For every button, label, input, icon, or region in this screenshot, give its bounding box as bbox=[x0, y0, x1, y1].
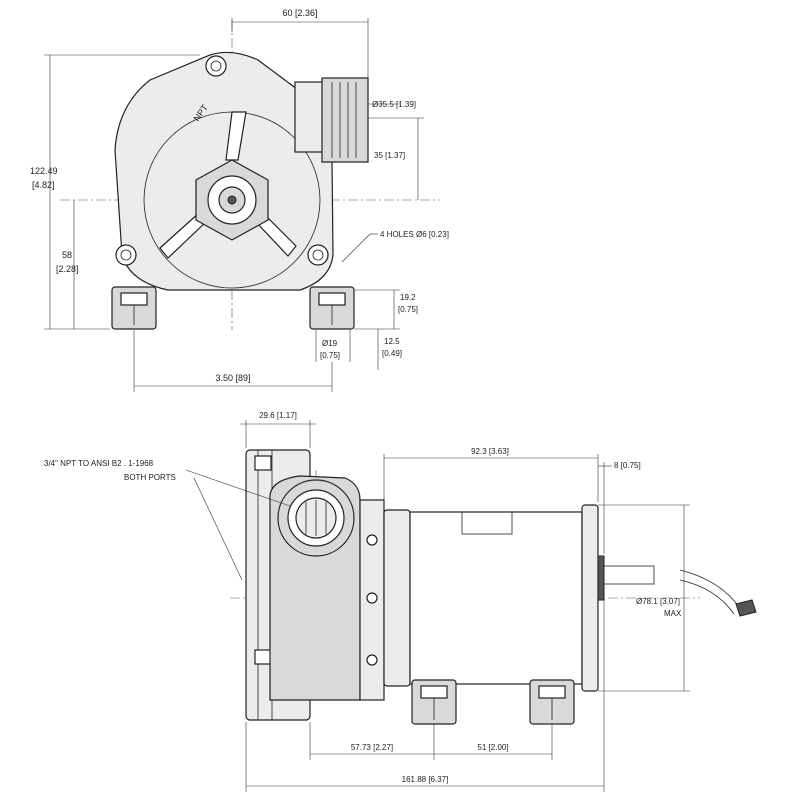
mount-ear-top bbox=[205, 55, 227, 77]
dim-foot-height-mm: 19.2 bbox=[400, 293, 416, 302]
dim-center-height-in: [2.28] bbox=[56, 264, 79, 274]
motor-body bbox=[409, 511, 583, 685]
dim-foot-base-in: [0.49] bbox=[382, 349, 402, 358]
dim-foot-spacing-side: 51 [2.00] bbox=[477, 743, 508, 752]
dim-foot-dia-mm: Ø19 bbox=[322, 339, 338, 348]
motor-end-boss bbox=[597, 555, 605, 601]
port-fitting bbox=[321, 77, 369, 163]
side-view: 29.6 [1.17] 3/4" NPT TO ANSI B2 . 1-1968… bbox=[44, 411, 757, 792]
dim-foot-base-mm: 12.5 bbox=[384, 337, 400, 346]
dim-motor-length: 92.3 [3.63] bbox=[471, 447, 509, 456]
ports-note-line1: 3/4" NPT TO ANSI B2 . 1-1968 bbox=[44, 459, 154, 468]
adapter-bolt-3 bbox=[366, 654, 378, 666]
dim-total-height-in: [4.82] bbox=[32, 180, 55, 190]
dim-head-width: 29.6 [1.17] bbox=[259, 411, 297, 420]
dim-end-cap: 8 [0.75] bbox=[614, 461, 641, 470]
dim-top-width: 60 [2.36] bbox=[282, 8, 317, 18]
dim-overall-length: 161.88 [6.37] bbox=[402, 775, 449, 784]
cable-top bbox=[679, 569, 741, 609]
ports-note-line2: BOTH PORTS bbox=[124, 473, 176, 482]
dim-port-offset: 35 [1.37] bbox=[374, 151, 405, 160]
foot-left bbox=[111, 286, 157, 330]
mount-hole-top bbox=[210, 60, 222, 72]
dim-total-height-mm: 122.49 bbox=[30, 166, 58, 176]
mount-hole-right bbox=[312, 249, 324, 261]
dim-foot-dia-in: [0.75] bbox=[320, 351, 340, 360]
dim-foot-spacing-front: 3.50 [89] bbox=[215, 373, 250, 383]
port-threads bbox=[331, 82, 357, 158]
cable-bottom bbox=[679, 579, 735, 615]
motor-foot-right bbox=[529, 679, 575, 725]
dim-port-diameter: Ø35.5 [1.39] bbox=[372, 100, 416, 109]
bolt-top bbox=[254, 455, 272, 471]
front-view: NPT 60 [2.36] 122.49 [4. bbox=[30, 8, 449, 392]
dim-foot-to-head: 57.73 [2.27] bbox=[351, 743, 393, 752]
adapter-bolt-1 bbox=[366, 534, 378, 546]
foot-right bbox=[309, 286, 355, 330]
dim-motor-dia-line2: MAX bbox=[664, 609, 682, 618]
mount-ear-right bbox=[307, 244, 329, 266]
motor-foot-left bbox=[411, 679, 457, 725]
bolt-bottom bbox=[254, 649, 272, 665]
spoke-top bbox=[225, 111, 247, 161]
motor-label-plate bbox=[461, 511, 513, 535]
cable-end bbox=[735, 599, 757, 617]
mount-hole-left bbox=[120, 249, 132, 261]
motor-front-cap bbox=[383, 509, 411, 687]
cable-gland bbox=[603, 565, 655, 585]
dim-center-height-mm: 58 bbox=[62, 250, 72, 260]
port-neck bbox=[294, 81, 324, 153]
holes-note: 4 HOLES Ø6 [0.23] bbox=[380, 230, 449, 239]
mount-ear-left bbox=[115, 244, 137, 266]
adapter-bolt-2 bbox=[366, 592, 378, 604]
shaft-center bbox=[227, 195, 237, 205]
dim-motor-dia-line1: Ø78.1 [3.07] bbox=[636, 597, 680, 606]
motor-end-cap bbox=[581, 504, 599, 692]
dim-foot-height-in: [0.75] bbox=[398, 305, 418, 314]
